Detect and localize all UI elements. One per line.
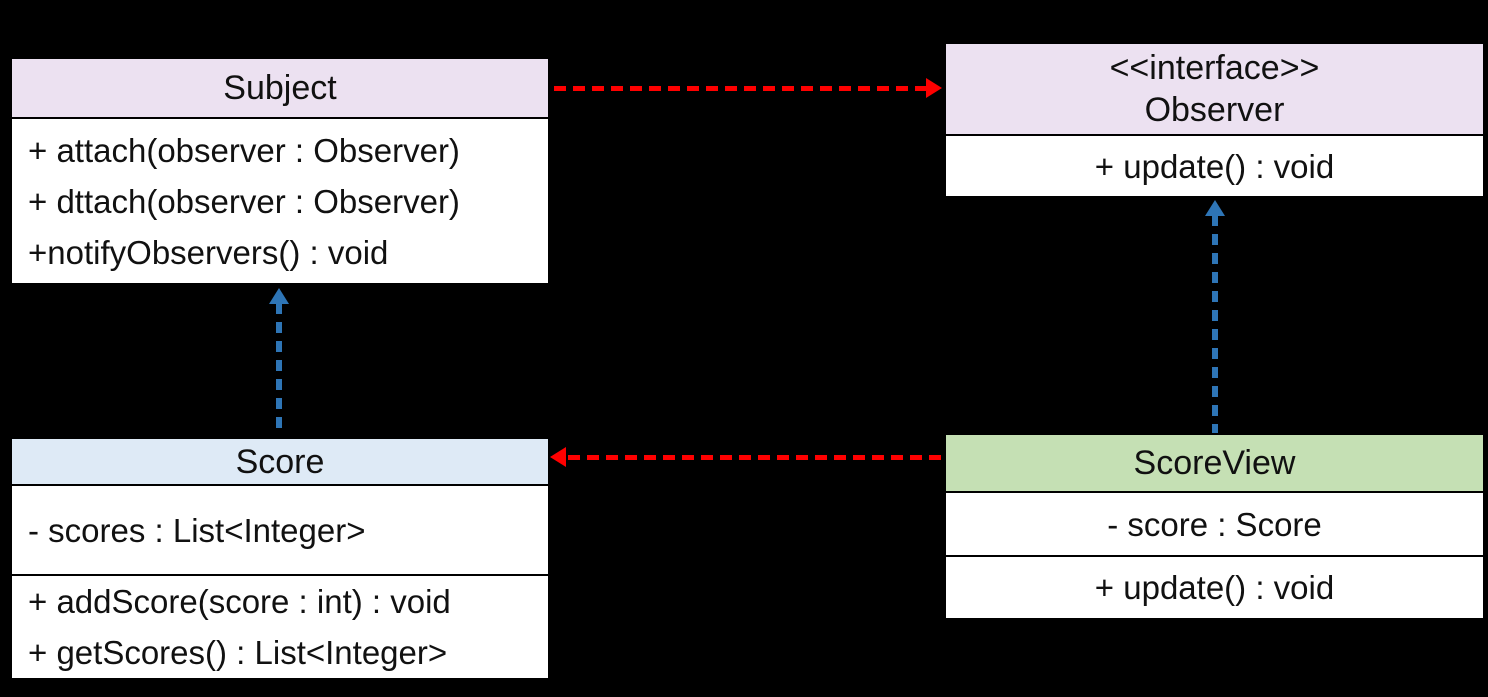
class-score-attributes: - scores : List<Integer>: [12, 486, 548, 576]
class-subject-methods: + attach(observer : Observer) + dttach(o…: [12, 119, 548, 283]
arrow-subject-to-observer-head-icon: [926, 78, 942, 98]
attribute-line: - score : Score: [1107, 505, 1322, 543]
class-subject-header: Subject: [12, 59, 548, 119]
arrow-scoreview-to-score-line: [568, 455, 946, 460]
class-scoreview-title: ScoreView: [1133, 444, 1296, 482]
method-line: + addScore(score : int) : void: [28, 583, 451, 620]
class-subject-title: Subject: [223, 69, 337, 107]
class-box-scoreview: ScoreView - score : Score + update() : v…: [944, 433, 1485, 620]
class-box-subject: Subject + attach(observer : Observer) + …: [10, 57, 550, 285]
arrow-subject-to-observer-line: [554, 86, 926, 91]
method-line: + update() : void: [1094, 147, 1335, 185]
class-score-methods: + addScore(score : int) : void + getScor…: [12, 576, 548, 678]
method-line: + getScores() : List<Integer>: [28, 634, 448, 671]
method-line: + attach(observer : Observer): [28, 131, 460, 169]
method-line: + dttach(observer : Observer): [28, 182, 460, 220]
arrow-scoreview-to-observer-line: [1212, 215, 1218, 433]
class-observer-methods: + update() : void: [946, 136, 1483, 196]
class-box-score: Score - scores : List<Integer> + addScor…: [10, 437, 550, 680]
class-score-header: Score: [12, 439, 548, 486]
class-observer-stereotype: <<interface>>: [1109, 49, 1320, 87]
class-box-observer: <<interface>> Observer + update() : void: [944, 42, 1485, 198]
class-scoreview-header: ScoreView: [946, 435, 1483, 493]
arrow-scoreview-to-observer-head-icon: [1205, 200, 1225, 216]
class-observer-title: Observer: [1144, 91, 1285, 129]
class-score-title: Score: [235, 442, 325, 481]
method-line: +notifyObservers() : void: [28, 233, 389, 271]
arrow-score-to-subject-head-icon: [269, 288, 289, 304]
class-scoreview-methods: + update() : void: [946, 557, 1483, 618]
class-observer-header: <<interface>> Observer: [946, 44, 1483, 136]
class-scoreview-attributes: - score : Score: [946, 493, 1483, 557]
arrow-score-to-subject-line: [276, 303, 282, 435]
attribute-line: - scores : List<Integer>: [28, 511, 366, 549]
method-line: + update() : void: [1094, 569, 1335, 606]
arrow-scoreview-to-score-head-icon: [550, 447, 566, 467]
